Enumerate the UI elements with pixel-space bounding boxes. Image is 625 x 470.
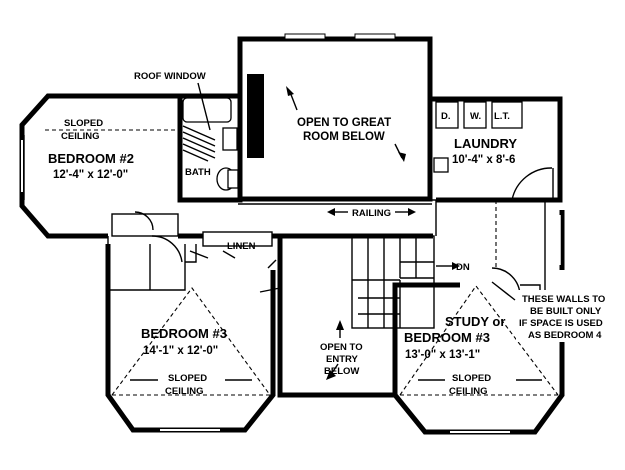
note-line-3: IF SPACE IS USED [519,318,603,329]
laundry-room [430,96,563,203]
label-bedroom2-sloped-2: CEILING [61,131,100,142]
label-laundry: LAUNDRY [454,136,517,151]
label-bedroom3-dims: 14'-1" x 12'-0" [143,345,218,357]
note-line-4: AS BEDROOM 4 [528,330,602,341]
label-laundry-dims: 10'-4" x 8'-6 [452,154,515,166]
bedroom4-note: THESE WALLS TO BE BUILT ONLY IF SPACE IS… [516,290,622,342]
label-laundry-tub: L.T. [494,111,510,122]
label-study-1: STUDY or [445,314,505,329]
label-study-2: BEDROOM #3 [404,330,490,345]
label-open-entry-1: OPEN TO [320,342,363,353]
stair [351,235,460,329]
label-study-sloped-2: CEILING [449,386,488,397]
label-bath: BATH [185,167,211,178]
roof-window [247,74,264,158]
label-bedroom2: BEDROOM #2 [48,151,134,166]
label-dn: DN [456,262,470,273]
label-bedroom3-sloped-1: SLOPED [168,373,207,384]
label-open-entry-2: ENTRY [326,354,359,365]
label-railing: RAILING [352,208,391,219]
open-arrows [197,82,516,380]
label-open-great-room-2: ROOM BELOW [303,131,385,143]
label-bedroom2-dims: 12'-4" x 12'-0" [53,169,128,181]
label-linen: LINEN [227,241,256,252]
label-bedroom2-sloped-1: SLOPED [64,118,103,129]
note-line-1: THESE WALLS TO [522,294,605,305]
study-walls [392,200,565,435]
label-study-dims: 13'-0" x 13'-1" [405,349,480,361]
bath-area [177,93,243,203]
label-roof-window: ROOF WINDOW [134,71,206,82]
label-dryer: D. [441,111,451,122]
label-bedroom3-sloped-2: CEILING [165,386,204,397]
label-bedroom3: BEDROOM #3 [141,326,227,341]
label-washer: W. [470,111,481,122]
label-study-sloped-1: SLOPED [452,373,491,384]
label-open-entry-3: BELOW [324,366,359,377]
railing [238,199,437,236]
note-line-2: BE BUILT ONLY [530,306,602,317]
label-open-great-room-1: OPEN TO GREAT [297,117,391,129]
windows [19,140,565,435]
